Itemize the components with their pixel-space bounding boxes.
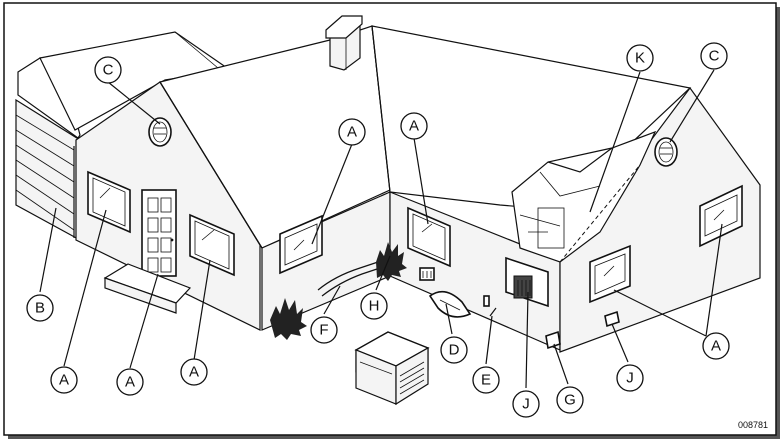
callout-h: H bbox=[360, 292, 388, 320]
callout-f: F bbox=[310, 316, 338, 344]
gable-vent-icon bbox=[654, 137, 678, 167]
callout-g: G bbox=[556, 386, 584, 414]
svg-text:E: E bbox=[481, 372, 491, 389]
callout-b: B bbox=[26, 294, 54, 322]
callout-d: D bbox=[440, 336, 468, 364]
callout-a-1: A bbox=[50, 366, 78, 394]
callout-k: K bbox=[626, 44, 654, 72]
svg-text:A: A bbox=[59, 372, 69, 389]
svg-text:A: A bbox=[125, 374, 135, 391]
svg-text:C: C bbox=[709, 48, 720, 65]
svg-text:J: J bbox=[626, 370, 634, 387]
svg-text:K: K bbox=[635, 50, 645, 67]
front-door bbox=[141, 189, 177, 277]
window-icon bbox=[87, 170, 131, 234]
svg-text:A: A bbox=[347, 124, 357, 141]
window-icon bbox=[699, 184, 743, 248]
svg-text:C: C bbox=[103, 62, 114, 79]
callout-c-1: C bbox=[94, 56, 122, 84]
svg-text:F: F bbox=[319, 322, 328, 339]
window-icon bbox=[189, 213, 235, 277]
hose-icon bbox=[317, 261, 381, 297]
window-icon bbox=[279, 214, 323, 275]
window-well-icon bbox=[428, 290, 472, 318]
callout-j-1: J bbox=[512, 390, 540, 418]
svg-text:A: A bbox=[409, 118, 419, 135]
callout-a-4: A bbox=[338, 118, 366, 146]
svg-text:A: A bbox=[711, 338, 721, 355]
callout-a-5: A bbox=[400, 112, 428, 140]
outlet-box-icon bbox=[545, 330, 561, 350]
wall-vent-icon bbox=[419, 267, 435, 281]
callout-e: E bbox=[472, 366, 500, 394]
window-icon bbox=[589, 244, 631, 304]
callout-a-3: A bbox=[180, 358, 208, 386]
callout-c-2: C bbox=[700, 42, 728, 70]
vent-pipe-icon bbox=[483, 295, 497, 317]
chimney-icon bbox=[325, 15, 363, 71]
svg-text:H: H bbox=[369, 298, 380, 315]
svg-text:G: G bbox=[564, 392, 576, 409]
shrub-icon bbox=[270, 298, 307, 340]
callout-a-6: A bbox=[702, 332, 730, 360]
window-icon bbox=[407, 206, 451, 268]
figure-id: 008781 bbox=[738, 420, 768, 430]
svg-text:J: J bbox=[522, 396, 530, 413]
generator-unit bbox=[354, 331, 430, 406]
outlet-box-icon bbox=[604, 310, 620, 328]
svg-text:D: D bbox=[449, 342, 460, 359]
svg-text:B: B bbox=[35, 300, 45, 317]
callout-j-2: J bbox=[616, 364, 644, 392]
garage bbox=[15, 57, 81, 242]
callout-a-2: A bbox=[116, 368, 144, 396]
gable-vent-icon bbox=[148, 117, 172, 147]
svg-text:A: A bbox=[189, 364, 199, 381]
attic-cutaway bbox=[511, 130, 657, 263]
